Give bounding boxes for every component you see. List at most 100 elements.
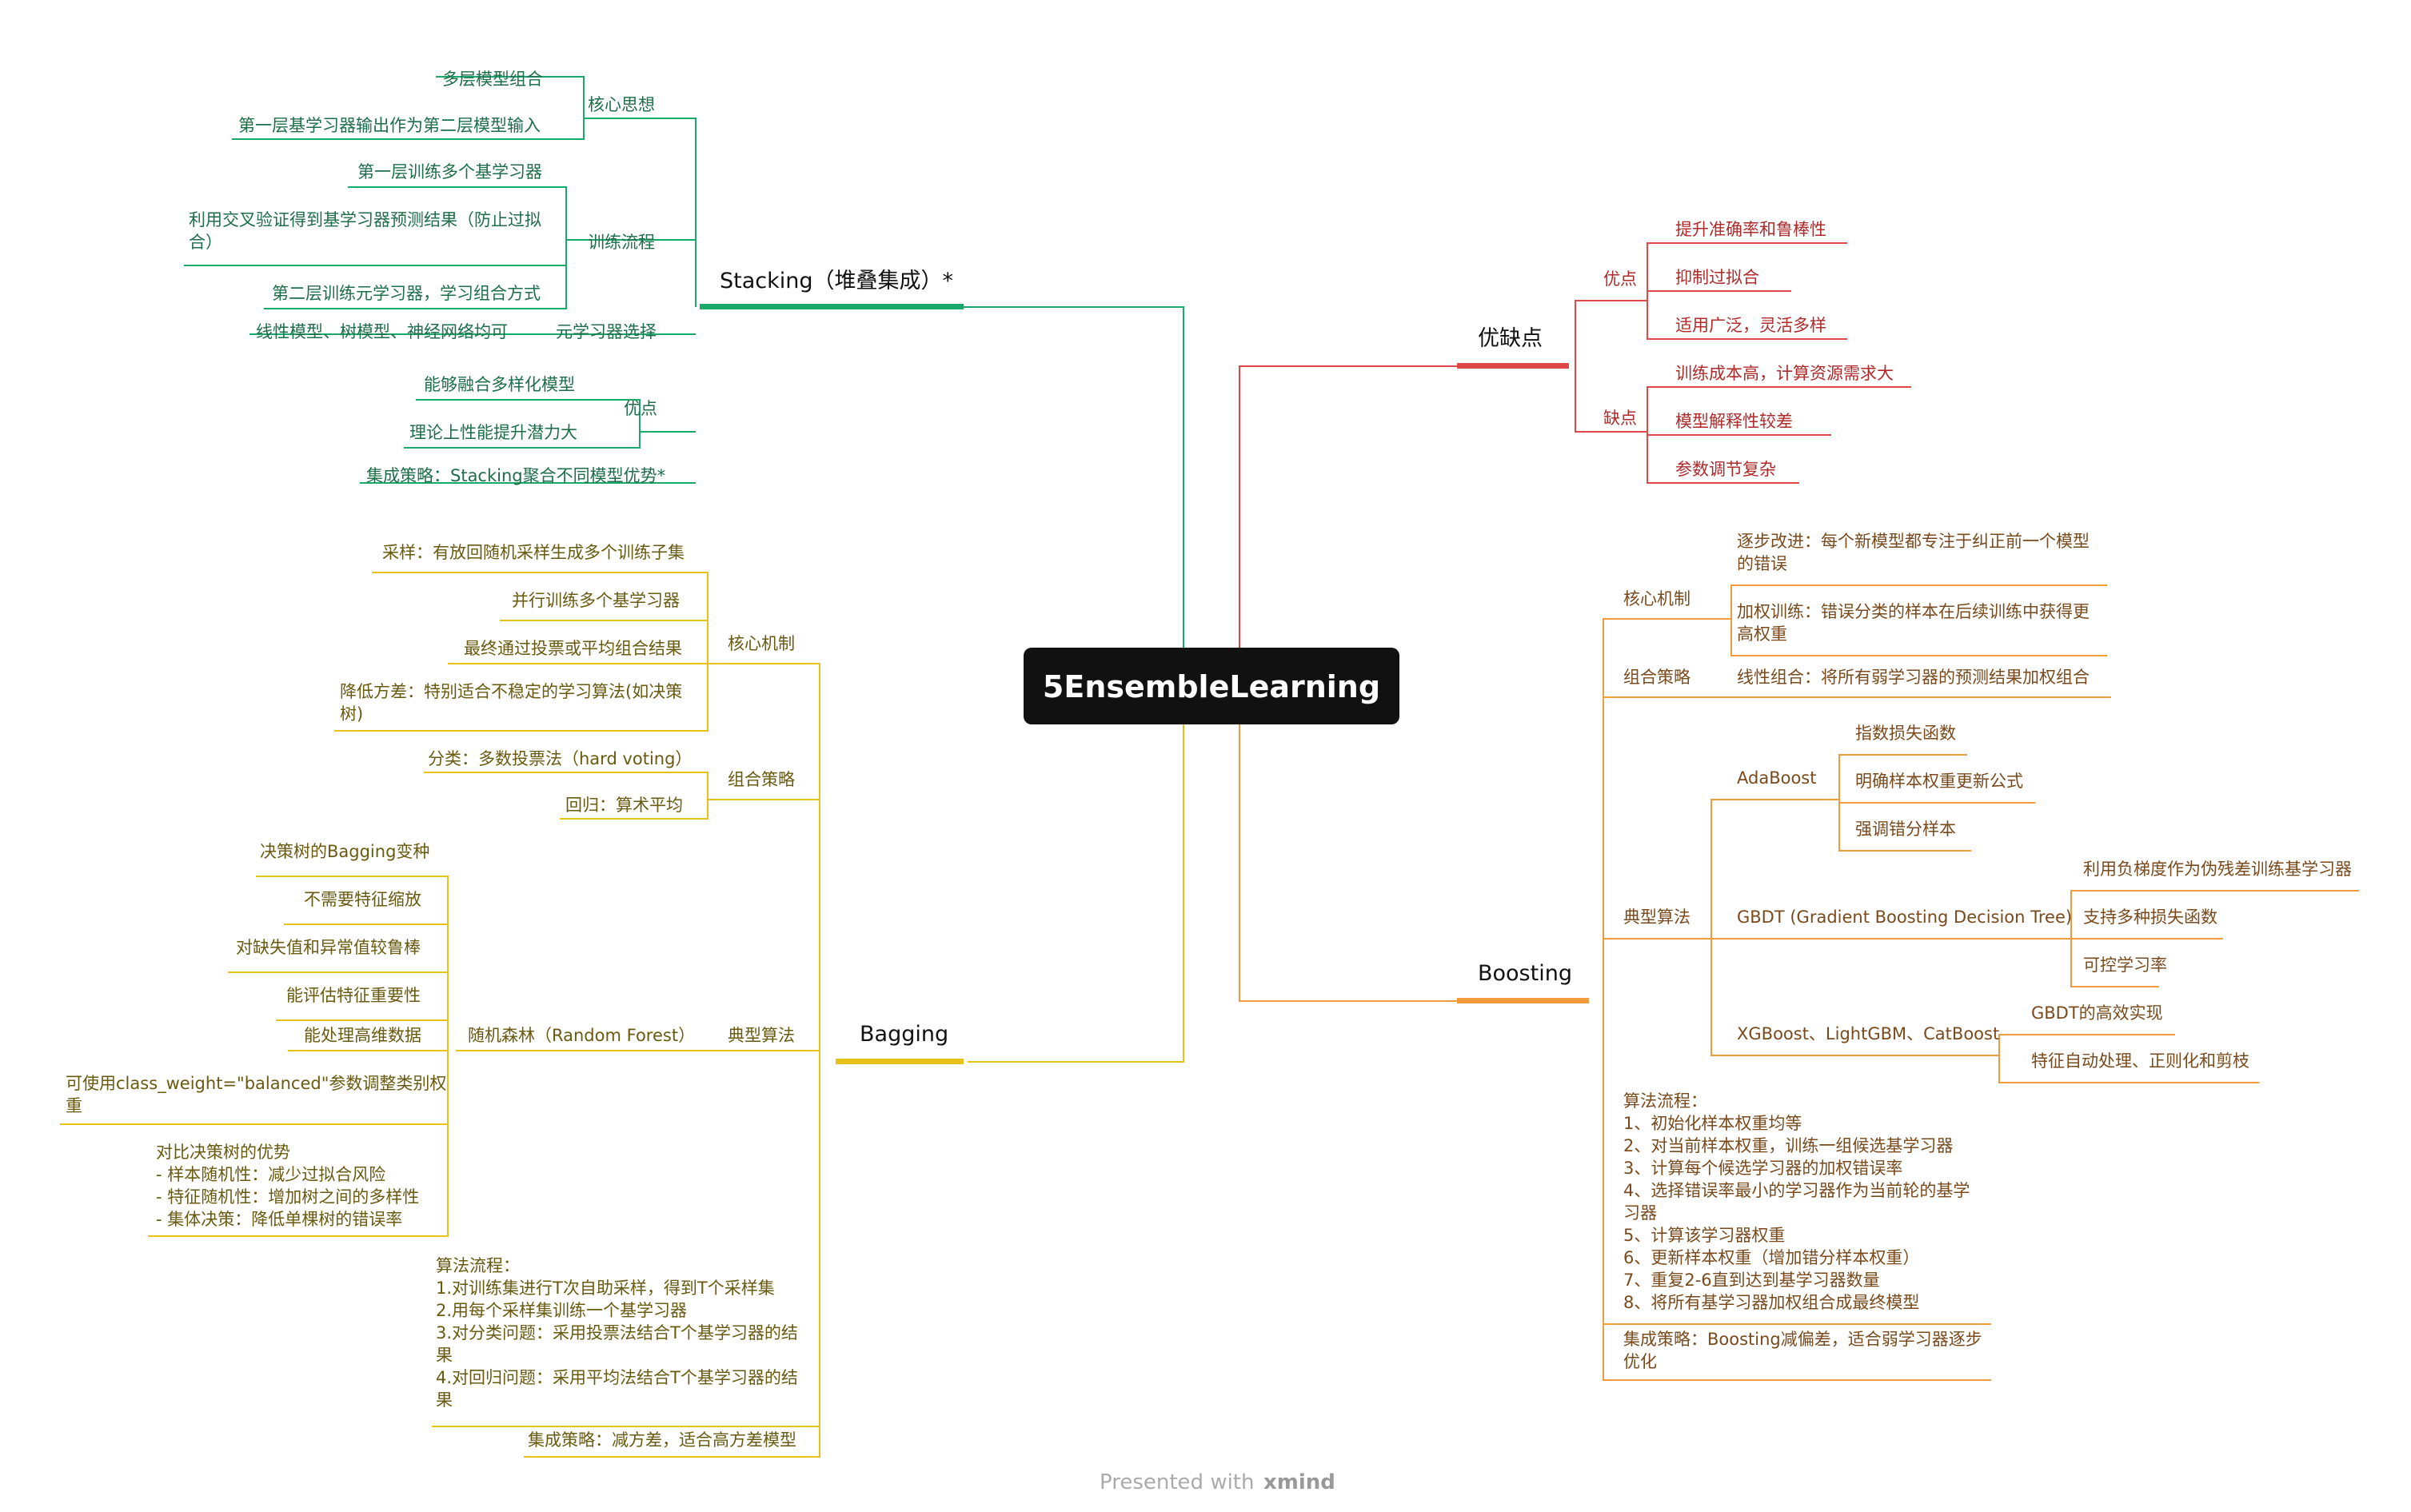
xgb-item-2[interactable]: 特征自动处理、正则化和剪枝 — [2031, 1051, 2249, 1071]
rf-compare-line: - 样本随机性：减少过拟合风险 — [156, 1165, 385, 1184]
footer: Presented with xmind — [1100, 1470, 1335, 1494]
boosting-title[interactable]: Boosting — [1478, 961, 1572, 986]
rf-item-1[interactable]: 决策树的Bagging变种 — [260, 842, 429, 861]
adaboost-item-1[interactable]: 指数损失函数 — [1855, 724, 1956, 743]
cons-item-3[interactable]: 参数调节复杂 — [1675, 460, 1776, 479]
pros-cons-title[interactable]: 优缺点 — [1478, 326, 1543, 351]
pros-item-1[interactable]: 提升准确率和鲁棒性 — [1675, 220, 1826, 239]
stacking-meta-item[interactable]: 线性模型、树模型、神经网络均可 — [256, 322, 508, 341]
boosting-flow-line: 1、初始化样本权重均等 — [1623, 1114, 1802, 1133]
stacking-title[interactable]: Stacking（堆叠集成）* — [720, 269, 953, 293]
bagging-core-item-3[interactable]: 最终通过投票或平均组合结果 — [464, 639, 682, 658]
boosting-flow-line: 8、将所有基学习器加权组合成最终模型 — [1623, 1293, 1919, 1312]
bagging-core-label[interactable]: 核心机制 — [728, 634, 795, 653]
boosting-flow-line: 2、对当前样本权重，训练一组候选基学习器 — [1623, 1136, 1953, 1155]
footer-prefix: Presented with — [1100, 1470, 1254, 1494]
rf-item-2[interactable]: 不需要特征缩放 — [304, 890, 421, 909]
connector-pros-cons — [1239, 365, 1457, 680]
bagging-core-item-4b: 树) — [340, 704, 363, 724]
boosting-core-item-2b: 高权重 — [1737, 624, 1787, 644]
adaboost-item-2[interactable]: 明确样本权重更新公式 — [1855, 772, 2023, 791]
bagging-flow-line: 2.用每个采样集训练一个基学习器 — [436, 1301, 687, 1320]
stacking-strategy[interactable]: 集成策略：Stacking聚合不同模型优势* — [366, 466, 665, 485]
boosting-flow[interactable]: 算法流程： 1、初始化样本权重均等 2、对当前样本权重，训练一组候选基学习器 3… — [1623, 1091, 1970, 1312]
bagging-flow-line: 果 — [436, 1346, 453, 1365]
connector-bagging — [968, 680, 1184, 1063]
bagging-flow-line: 3.对分类问题：采用投票法结合T个基学习器的结 — [436, 1323, 798, 1342]
rf-item-6b: 重 — [66, 1096, 82, 1115]
boosting-algos-label[interactable]: 典型算法 — [1623, 908, 1690, 927]
bagging-core-item-4[interactable]: 降低方差：特别适合不稳定的学习算法(如决策 — [340, 682, 682, 701]
adaboost-label[interactable]: AdaBoost — [1737, 768, 1816, 788]
bagging-title-underline — [836, 1059, 964, 1064]
boosting-combine-label[interactable]: 组合策略 — [1623, 668, 1690, 687]
boosting-core-item-2[interactable]: 加权训练：错误分类的样本在后续训练中获得更 — [1737, 602, 2090, 621]
boosting-flow-line: 3、计算每个候选学习器的加权错误率 — [1623, 1159, 1902, 1178]
bagging-flow-line: 果 — [436, 1390, 453, 1410]
pros-label[interactable]: 优点 — [1603, 269, 1637, 289]
bagging-algos-label[interactable]: 典型算法 — [728, 1026, 795, 1045]
boosting-flow-line: 7、重复2-6直到达到基学习器数量 — [1623, 1271, 1880, 1290]
boosting-flow-line: 4、选择错误率最小的学习器作为当前轮的基学 — [1623, 1181, 1970, 1200]
gbdt-item-1[interactable]: 利用负梯度作为伪残差训练基学习器 — [2083, 860, 2352, 879]
rf-item-4[interactable]: 能评估特征重要性 — [286, 986, 421, 1005]
pros-cons-title-underline — [1457, 363, 1569, 369]
boosting-strategy-line: 集成策略：Boosting减偏差，适合弱学习器逐步 — [1623, 1330, 1982, 1349]
boosting-flow-line: 算法流程： — [1623, 1091, 1707, 1111]
stacking-branch — [184, 76, 697, 484]
boosting-flow-line: 5、计算该学习器权重 — [1623, 1226, 1785, 1245]
stacking-core-idea-item-2[interactable]: 第一层基学习器输出作为第二层模型输入 — [238, 116, 541, 135]
rf-compare[interactable]: 对比决策树的优势 - 样本随机性：减少过拟合风险 - 特征随机性：增加树之间的多… — [156, 1143, 419, 1229]
adaboost-item-3[interactable]: 强调错分样本 — [1855, 820, 1956, 839]
stacking-training-item-2b: 合） — [189, 233, 222, 252]
pros-cons-branch — [1575, 242, 1911, 484]
boosting-branch — [1603, 584, 2359, 1381]
rf-item-5[interactable]: 能处理高维数据 — [304, 1026, 421, 1045]
gbdt-label[interactable]: GBDT (Gradient Boosting Decision Tree) — [1737, 908, 2072, 927]
bagging-combine-item-1[interactable]: 分类：多数投票法（hard voting） — [428, 749, 692, 768]
root-node[interactable]: 5EnsembleLearning — [1024, 648, 1399, 724]
xgb-item-1[interactable]: GBDT的高效实现 — [2031, 1003, 2163, 1023]
bagging-title[interactable]: Bagging — [860, 1022, 948, 1047]
bagging-combine-item-2[interactable]: 回归：算术平均 — [565, 796, 683, 815]
stacking-pros-item-2[interactable]: 理论上性能提升潜力大 — [409, 423, 577, 442]
bagging-strategy[interactable]: 集成策略：减方差，适合高方差模型 — [528, 1430, 796, 1450]
boosting-title-underline — [1457, 998, 1589, 1003]
boosting-core-label[interactable]: 核心机制 — [1623, 589, 1690, 608]
stacking-core-idea-item-1[interactable]: 多层模型组合 — [442, 70, 543, 89]
random-forest-label[interactable]: 随机森林（Random Forest） — [468, 1026, 695, 1045]
stacking-training-label[interactable]: 训练流程 — [588, 233, 655, 252]
boosting-core-item-1b: 的错误 — [1737, 554, 1787, 573]
bagging-flow-line: 算法流程： — [436, 1256, 520, 1275]
stacking-meta-label[interactable]: 元学习器选择 — [556, 322, 657, 341]
root-box — [1024, 648, 1399, 724]
footer-brand-logo: xmind — [1263, 1470, 1335, 1494]
bagging-core-item-1[interactable]: 采样：有放回随机采样生成多个训练子集 — [382, 543, 685, 562]
pros-item-3[interactable]: 适用广泛，灵活多样 — [1675, 316, 1826, 335]
rf-item-6[interactable]: 可使用class_weight="balanced"参数调整类别权 — [66, 1074, 446, 1094]
cons-label[interactable]: 缺点 — [1603, 409, 1637, 428]
bagging-flow-line: 4.对回归问题：采用平均法结合T个基学习器的结 — [436, 1368, 798, 1387]
pros-item-2[interactable]: 抑制过拟合 — [1675, 268, 1759, 287]
xgb-label[interactable]: XGBoost、LightGBM、CatBoost — [1737, 1024, 1999, 1043]
stacking-pros-label[interactable]: 优点 — [624, 399, 657, 418]
cons-item-2[interactable]: 模型解释性较差 — [1675, 412, 1793, 431]
gbdt-item-2[interactable]: 支持多种损失函数 — [2083, 908, 2217, 927]
stacking-training-item-3[interactable]: 第二层训练元学习器，学习组合方式 — [272, 284, 541, 303]
boosting-core-item-1[interactable]: 逐步改进：每个新模型都专注于纠正前一个模型 — [1737, 532, 2090, 551]
rf-item-3[interactable]: 对缺失值和异常值较鲁棒 — [236, 938, 421, 957]
stacking-training-item-2[interactable]: 利用交叉验证得到基学习器预测结果（防止过拟 — [189, 210, 541, 229]
boosting-strategy[interactable]: 集成策略：Boosting减偏差，适合弱学习器逐步 优化 — [1623, 1330, 1982, 1371]
stacking-training-item-1[interactable]: 第一层训练多个基学习器 — [357, 162, 542, 182]
stacking-pros-item-1[interactable]: 能够融合多样化模型 — [424, 375, 575, 394]
boosting-combine-item[interactable]: 线性组合：将所有弱学习器的预测结果加权组合 — [1737, 668, 2090, 687]
cons-item-1[interactable]: 训练成本高，计算资源需求大 — [1675, 364, 1894, 383]
root-connectors — [964, 306, 1457, 1063]
bagging-combine-label[interactable]: 组合策略 — [728, 770, 795, 789]
gbdt-item-3[interactable]: 可控学习率 — [2083, 955, 2167, 975]
bagging-flow[interactable]: 算法流程： 1.对训练集进行T次自助采样，得到T个采样集 2.用每个采样集训练一… — [436, 1256, 798, 1410]
boosting-strategy-line: 优化 — [1623, 1352, 1657, 1371]
bagging-core-item-2[interactable]: 并行训练多个基学习器 — [512, 591, 680, 610]
stacking-core-idea-label[interactable]: 核心思想 — [588, 95, 655, 114]
